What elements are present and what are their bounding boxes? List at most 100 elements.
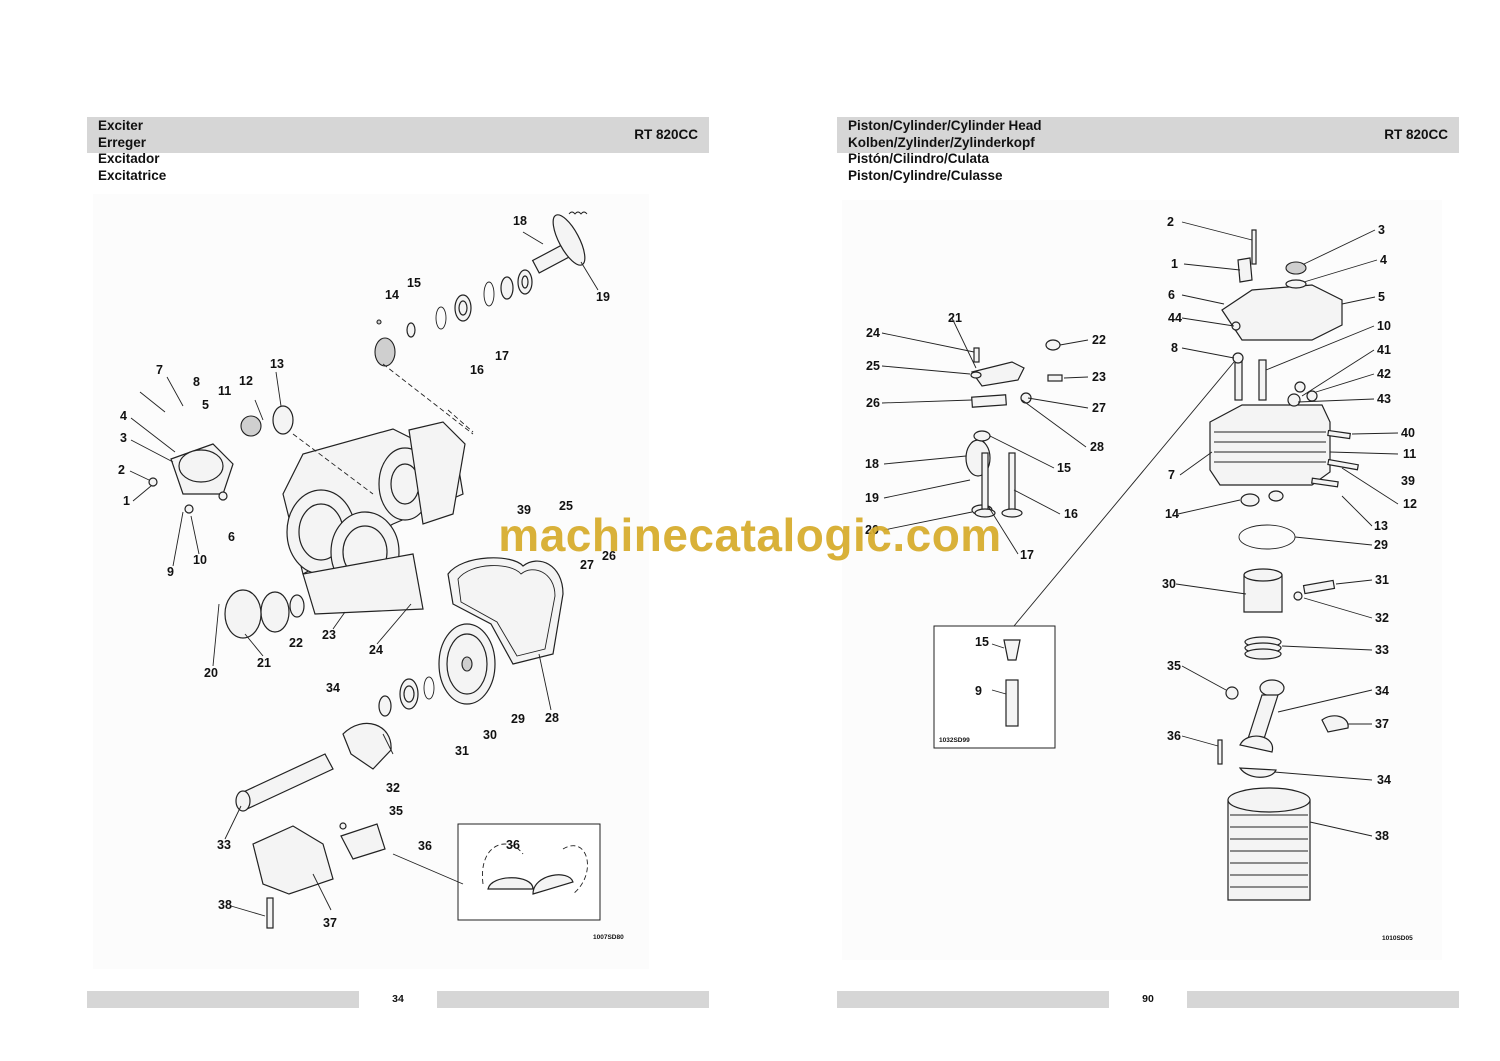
callout-38: 38 [1375, 829, 1389, 843]
callout-20: 20 [204, 666, 218, 680]
title-fr: Excitatrice [98, 167, 167, 183]
leader-lines [129, 231, 599, 917]
inset-pointer-line [1013, 361, 1235, 627]
inset-figure-code: 1032SD99 [939, 737, 970, 744]
page-number: 90 [1142, 993, 1154, 1005]
cylinder-head [1209, 381, 1359, 488]
title-de: Kolben/Zylinder/Zylinderkopf [848, 134, 1035, 150]
callout-20: 20 [865, 523, 879, 537]
footer-bar-left [87, 991, 359, 1008]
gear-cover [447, 557, 564, 665]
inset-callout-9: 9 [975, 684, 982, 698]
page-title: Exciter Erreger Excitador Excitatrice [98, 118, 166, 184]
callout-28: 28 [545, 711, 559, 725]
callout-27: 27 [580, 558, 594, 572]
callout-31: 31 [455, 744, 469, 758]
callout-21: 21 [948, 311, 962, 325]
leader-lines [881, 221, 1399, 837]
callout-1: 1 [1171, 257, 1178, 271]
figure-code: 1007SD80 [593, 934, 624, 941]
callout-19: 19 [596, 290, 610, 304]
exploded-diagram-exciter: 36 1007SD80 1 2 3 4 5 6 7 8 9 10 11 12 1… [93, 194, 649, 969]
callout-34: 34 [326, 681, 340, 695]
callout-31: 31 [1375, 573, 1389, 587]
callout-labels: 1 2 3 4 5 6 7 8 9 10 11 12 13 14 15 16 1… [118, 214, 616, 930]
title-fr: Piston/Cylindre/Culasse [848, 167, 1003, 183]
callout-22: 22 [1092, 333, 1106, 347]
bearing-stack-upper [374, 269, 533, 367]
header-bar [837, 117, 1459, 153]
callout-34: 34 [1375, 684, 1389, 698]
callout-11: 11 [1403, 447, 1416, 461]
callout-35: 35 [389, 804, 403, 818]
callout-21: 21 [257, 656, 271, 670]
callout-16: 16 [470, 363, 484, 377]
page-number: 34 [392, 993, 404, 1005]
valve-guide-inset: 15 9 1032SD99 [933, 625, 1056, 749]
callout-14: 14 [385, 288, 399, 302]
detail-inset: 36 [392, 823, 601, 921]
callout-17: 17 [1020, 548, 1034, 562]
callout-1: 1 [123, 494, 130, 508]
callout-23: 23 [1092, 370, 1106, 384]
pump-assembly [148, 405, 294, 514]
callout-32: 32 [1375, 611, 1389, 625]
crankshaft [235, 722, 392, 812]
callout-12: 12 [239, 374, 253, 388]
callout-19: 19 [865, 491, 879, 505]
callout-34b: 34 [1377, 773, 1391, 787]
cylinder-barrel [1227, 787, 1311, 901]
exciter-housing [282, 421, 466, 615]
callout-25: 25 [866, 359, 880, 373]
callout-15: 15 [407, 276, 421, 290]
piston-cylinder-drawing: 15 9 1032SD99 1010SD05 1 2 3 4 5 6 7 8 1… [865, 215, 1417, 942]
title-es: Excitador [98, 151, 160, 166]
callout-2: 2 [118, 463, 125, 477]
crank-gear [438, 623, 496, 705]
callout-36: 36 [1167, 729, 1181, 743]
head-seals [1238, 490, 1296, 550]
bearing-stack-lower [224, 589, 435, 717]
callout-25: 25 [559, 499, 573, 513]
callout-16: 16 [1064, 507, 1078, 521]
callout-30: 30 [1162, 577, 1176, 591]
callout-41: 41 [1377, 343, 1391, 357]
callout-2: 2 [1167, 215, 1174, 229]
callout-10: 10 [193, 553, 207, 567]
callout-labels: 1 2 3 4 5 6 7 8 10 11 12 13 14 15 16 17 … [865, 215, 1417, 843]
footer-bar-left [837, 991, 1109, 1008]
header-bar [87, 117, 709, 153]
callout-38: 38 [218, 898, 232, 912]
callout-24: 24 [866, 326, 880, 340]
callout-29: 29 [1374, 538, 1388, 552]
callout-28: 28 [1090, 440, 1104, 454]
callout-24: 24 [369, 643, 383, 657]
callout-43: 43 [1377, 392, 1391, 406]
callout-3: 3 [1378, 223, 1385, 237]
callout-5: 5 [1378, 290, 1385, 304]
callout-32: 32 [386, 781, 400, 795]
callout-29: 29 [511, 712, 525, 726]
callout-17: 17 [495, 349, 509, 363]
pushrod-tubes [1232, 352, 1267, 401]
inset-callout-15: 15 [975, 635, 989, 649]
callout-35: 35 [1167, 659, 1181, 673]
callout-26: 26 [602, 549, 616, 563]
counterweights [252, 822, 386, 929]
callout-44: 44 [1168, 311, 1182, 325]
callout-14: 14 [1165, 507, 1179, 521]
callout-40: 40 [1401, 426, 1415, 440]
left-page: Exciter Erreger Excitador Excitatrice RT… [87, 117, 709, 1008]
title-en: Exciter [98, 118, 144, 133]
callout-39: 39 [517, 503, 531, 517]
callout-36: 36 [418, 839, 432, 853]
piston [1243, 568, 1336, 660]
model-label: RT 820CC [1384, 127, 1448, 142]
callout-6: 6 [228, 530, 235, 544]
callout-30: 30 [483, 728, 497, 742]
callout-33: 33 [1375, 643, 1389, 657]
callout-7: 7 [1168, 468, 1175, 482]
callout-7: 7 [156, 363, 163, 377]
callout-37: 37 [1375, 717, 1389, 731]
rocker-arm-group [965, 339, 1063, 518]
